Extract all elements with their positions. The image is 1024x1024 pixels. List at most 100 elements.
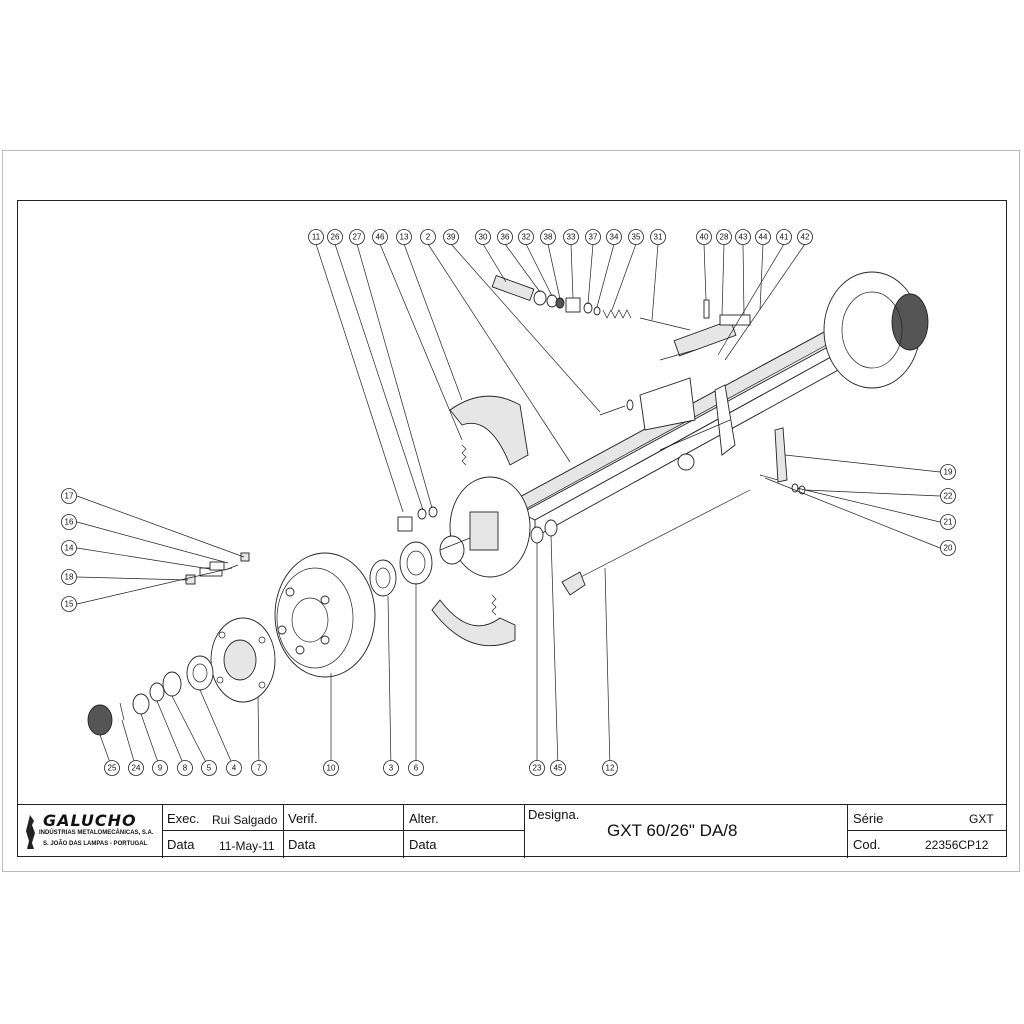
- callout-circle: [940, 488, 956, 504]
- callout-circle: [475, 229, 491, 245]
- callout-12: 12: [602, 760, 618, 776]
- callout-label: 17: [65, 492, 74, 501]
- callout-label: 44: [759, 233, 768, 242]
- callout-label: 46: [376, 233, 385, 242]
- callout-label: 16: [65, 518, 74, 527]
- callout-circle: [383, 760, 399, 776]
- callout-label: 24: [132, 764, 141, 773]
- backing-plate: [439, 476, 531, 578]
- verif-label: Verif.: [288, 811, 318, 826]
- callout-label: 12: [606, 764, 615, 773]
- callout-label: 30: [479, 233, 488, 242]
- alter-label: Alter.: [409, 811, 439, 826]
- callout-label: 39: [447, 233, 456, 242]
- callout-label: 35: [632, 233, 641, 242]
- callout-circle: [696, 229, 712, 245]
- callout-label: 15: [65, 600, 74, 609]
- callout-label: 19: [944, 468, 953, 477]
- callout-36: 36: [497, 229, 513, 245]
- callout-label: 21: [944, 518, 953, 527]
- callout-label: 26: [331, 233, 340, 242]
- callout-circle: [61, 514, 77, 530]
- callout-4: 4: [226, 760, 242, 776]
- date-label-verif: Data: [288, 837, 316, 852]
- callout-circle: [940, 514, 956, 530]
- callout-label: 4: [232, 764, 237, 773]
- small-parts: [397, 506, 558, 544]
- callout-9: 9: [152, 760, 168, 776]
- drawing-frame: [17, 200, 1007, 857]
- callout-circle: [61, 596, 77, 612]
- callout-label: 31: [654, 233, 663, 242]
- title-block: GALUCHO INDÚSTRIAS METALOMECÂNICAS, S.A.…: [17, 804, 1007, 858]
- exec-value: Rui Salgado: [212, 813, 278, 827]
- callout-label: 10: [327, 764, 336, 773]
- callout-8: 8: [177, 760, 193, 776]
- callout-circle: [518, 229, 534, 245]
- callout-28: 28: [716, 229, 732, 245]
- callout-circle: [61, 569, 77, 585]
- callout-circle: [443, 229, 459, 245]
- callout-16: 16: [61, 514, 77, 530]
- callout-label: 38: [544, 233, 553, 242]
- callout-label: 28: [720, 233, 729, 242]
- serie-value: GXT: [969, 812, 994, 826]
- callout-circle: [563, 229, 579, 245]
- callout-label: 6: [414, 764, 419, 773]
- serie-label: Série: [853, 811, 884, 826]
- callout-label: 5: [207, 764, 212, 773]
- callout-10: 10: [323, 760, 339, 776]
- callout-label: 36: [501, 233, 510, 242]
- callout-circle: [755, 229, 771, 245]
- callout-19: 19: [940, 464, 956, 480]
- callout-46: 46: [372, 229, 388, 245]
- bracket-assembly: [639, 377, 736, 471]
- callout-circle: [104, 760, 120, 776]
- callout-27: 27: [349, 229, 365, 245]
- camshaft: [561, 489, 751, 596]
- callout-26: 26: [327, 229, 343, 245]
- callout-43: 43: [735, 229, 751, 245]
- callout-circle: [177, 760, 193, 776]
- callout-circle: [396, 229, 412, 245]
- callout-circle: [606, 229, 622, 245]
- callout-18: 18: [61, 569, 77, 585]
- date-label-alter: Data: [409, 837, 437, 852]
- cod-value: 22356CP12: [925, 838, 989, 852]
- callout-label: 11: [312, 233, 321, 242]
- leader-lines: [76, 243, 941, 769]
- callout-34: 34: [606, 229, 622, 245]
- callout-circle: [128, 760, 144, 776]
- callout-label: 3: [389, 764, 394, 773]
- callout-circle: [152, 760, 168, 776]
- callout-35: 35: [628, 229, 644, 245]
- company-address: S. JOÃO DAS LAMPAS - PORTUGAL: [43, 841, 148, 847]
- callout-circle: [61, 540, 77, 556]
- company-subtitle: INDÚSTRIAS METALOMECÂNICAS, S.A.: [39, 830, 154, 836]
- callout-33: 33: [563, 229, 579, 245]
- callout-circle: [540, 229, 556, 245]
- brake-shoes: [431, 395, 529, 647]
- design-value: GXT 60/26" DA/8: [607, 821, 738, 840]
- callout-label: 32: [522, 233, 531, 242]
- callout-22: 22: [940, 488, 956, 504]
- callout-39: 39: [443, 229, 459, 245]
- callout-label: 9: [158, 764, 163, 773]
- callout-label: 14: [65, 544, 74, 553]
- callout-30: 30: [475, 229, 491, 245]
- seals: [369, 541, 433, 597]
- callout-6: 6: [408, 760, 424, 776]
- horse-logo-icon: [26, 815, 35, 849]
- callout-circle: [940, 464, 956, 480]
- wheel-hub: [210, 617, 276, 703]
- callout-circle: [716, 229, 732, 245]
- callout-14: 14: [61, 540, 77, 556]
- callout-circle: [349, 229, 365, 245]
- callout-circle: [529, 760, 545, 776]
- callout-label: 27: [353, 233, 362, 242]
- callout-label: 41: [780, 233, 789, 242]
- callout-3: 3: [383, 760, 399, 776]
- slack-adjuster: [759, 427, 806, 495]
- callout-44: 44: [755, 229, 771, 245]
